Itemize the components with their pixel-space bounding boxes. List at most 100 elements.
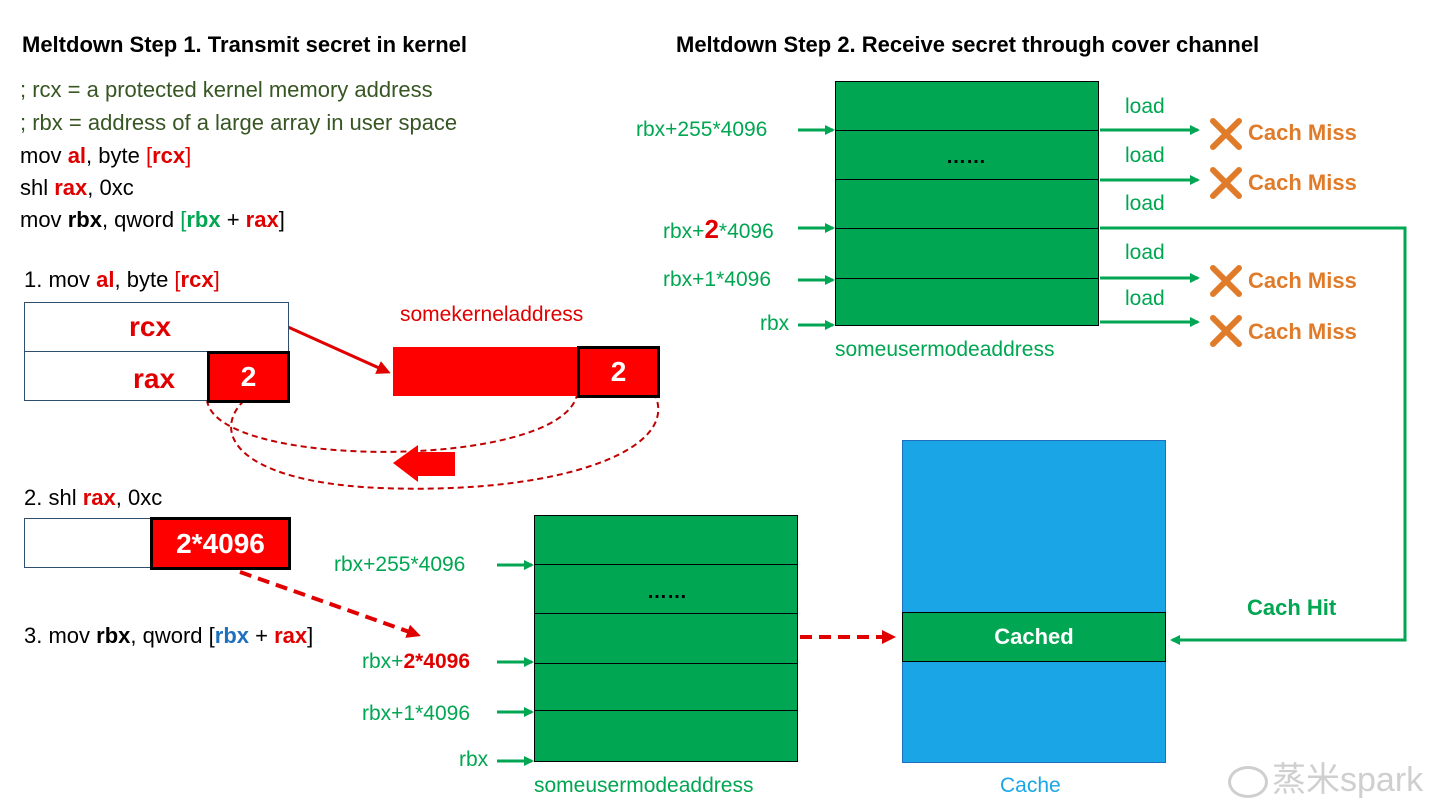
step1-arg: rcx (180, 267, 214, 292)
rax-value-box: 2 (207, 351, 290, 403)
step3-plus: + (249, 623, 275, 648)
code3-op: mov (20, 207, 68, 232)
kernel-address-label: somekerneladdress (400, 303, 584, 326)
top-array-caption: someusermodeaddress (835, 338, 1055, 361)
loop-back-arrow (393, 445, 455, 482)
cache-caption: Cache (1000, 774, 1061, 797)
register-rcx-label: rcx (129, 311, 172, 342)
code3-rbracket: ] (278, 207, 285, 232)
bottom-label-255: rbx+255*4096 (334, 553, 466, 576)
bottom-array-caption: someusermodeaddress (534, 774, 754, 797)
top-label-2-num: 2 (704, 214, 719, 244)
load-label-1: load (1125, 95, 1165, 118)
load-label-2: load (1125, 144, 1165, 167)
step3-label: 3. mov rbx, qword [rbx + rax] (24, 623, 313, 649)
step1-op: 1. mov (24, 267, 97, 292)
code-line-2: shl rax, 0xc (20, 175, 134, 201)
code2-rest: , 0xc (87, 175, 134, 200)
code2-op: shl (20, 175, 55, 200)
code3-lbracket: [ (180, 207, 187, 232)
step3-y: rax (274, 623, 308, 648)
top-label-0: rbx (760, 312, 790, 335)
register-rcx: rcx (24, 302, 289, 352)
load-label-3: load (1125, 192, 1165, 215)
code1-reg: al (67, 143, 87, 168)
bottom-label-0: rbx (459, 748, 489, 771)
bottom-array-divider (535, 564, 797, 565)
code3-mid: , qword (101, 207, 181, 232)
bottom-array-divider (535, 663, 797, 664)
step2-label: 2. shl rax, 0xc (24, 485, 162, 511)
code1-op: mov (20, 143, 68, 168)
step3-lbracket: [ (208, 623, 215, 648)
kernel-value-box: 2 (577, 346, 660, 398)
code1-arg: rcx (152, 143, 186, 168)
top-array-divider (836, 278, 1098, 279)
loop-inner-dashed (206, 394, 578, 453)
top-user-array: …… (835, 81, 1099, 326)
step3-rbracket: ] (307, 623, 314, 648)
code2-reg: rax (54, 175, 88, 200)
step3-mid: , qword (130, 623, 209, 648)
cache-hit-label: Cach Hit (1247, 595, 1337, 620)
code-line-3: mov rbx, qword [rbx + rax] (20, 207, 285, 233)
bottom-label-1: rbx+1*4096 (362, 702, 471, 725)
kernel-memory-bar (393, 347, 583, 396)
step1-label: 1. mov al, byte [rcx] (24, 267, 220, 293)
miss-x-icon-4 (1210, 315, 1242, 347)
top-array-divider (836, 228, 1098, 229)
bottom-label-2-prefix: rbx+ (362, 650, 404, 673)
step1-lbracket: [ (174, 267, 181, 292)
code1-lbracket: [ (145, 143, 153, 168)
top-array-ellipsis: …… (946, 146, 986, 168)
top-label-2-suffix: *4096 (718, 220, 774, 243)
weibo-icon (1228, 766, 1268, 799)
comment-rcx: ; rcx = a protected kernel memory addres… (20, 77, 433, 102)
miss-x-icon-2 (1210, 167, 1242, 199)
loop-outer-dashed (230, 377, 660, 490)
bottom-array-divider (535, 613, 797, 614)
step1-rbracket: ] (213, 267, 220, 292)
code3-reg: rbx (67, 207, 102, 232)
cache-miss-4: Cach Miss (1248, 319, 1357, 344)
shift-to-array-arrow (239, 570, 421, 638)
step3-reg: rbx (96, 623, 131, 648)
code-line-1: mov al, byte [rcx] (20, 143, 191, 169)
step2-op: 2. shl (24, 485, 83, 510)
rcx-to-kernel-arrow (287, 325, 391, 374)
cached-line: Cached (902, 612, 1166, 662)
step2-rest: , 0xc (115, 485, 163, 510)
code1-mid: , byte (86, 143, 146, 168)
bottom-label-2: rbx+2*4096 (362, 650, 470, 674)
left-title: Meltdown Step 1. Transmit secret in kern… (22, 32, 468, 57)
comment-rbx: ; rbx = address of a large array in user… (20, 110, 458, 135)
top-label-2-prefix: rbx+ (663, 220, 705, 243)
watermark: 蒸米spark (1228, 752, 1423, 801)
step2-reg: rax (82, 485, 116, 510)
top-array-divider (836, 130, 1098, 131)
bottom-array-divider (535, 710, 797, 711)
code3-plus: + (220, 207, 246, 232)
top-label-2: rbx+2*4096 (663, 214, 774, 245)
top-array-divider (836, 179, 1098, 180)
bottom-array-ellipsis: …… (647, 581, 687, 603)
step1-mid: , byte (114, 267, 175, 292)
code3-y: rax (245, 207, 279, 232)
step1-reg: al (96, 267, 115, 292)
load-label-4: load (1125, 241, 1165, 264)
step3-op: 3. mov (24, 623, 97, 648)
top-label-255: rbx+255*4096 (636, 118, 768, 141)
code3-x: rbx (186, 207, 221, 232)
load-label-5: load (1125, 287, 1165, 310)
top-label-1: rbx+1*4096 (663, 268, 772, 291)
cache-miss-3: Cach Miss (1248, 268, 1357, 293)
cache-miss-1: Cach Miss (1248, 120, 1357, 145)
miss-x-icon-3 (1210, 265, 1242, 297)
shifted-value-box: 2*4096 (150, 517, 291, 570)
register-rax-label: rax (133, 363, 176, 394)
code1-rbracket: ] (185, 143, 192, 168)
bottom-label-2-num: 2*4096 (403, 650, 471, 673)
bottom-user-array: …… (534, 515, 798, 762)
right-title: Meltdown Step 2. Receive secret through … (676, 32, 1260, 57)
